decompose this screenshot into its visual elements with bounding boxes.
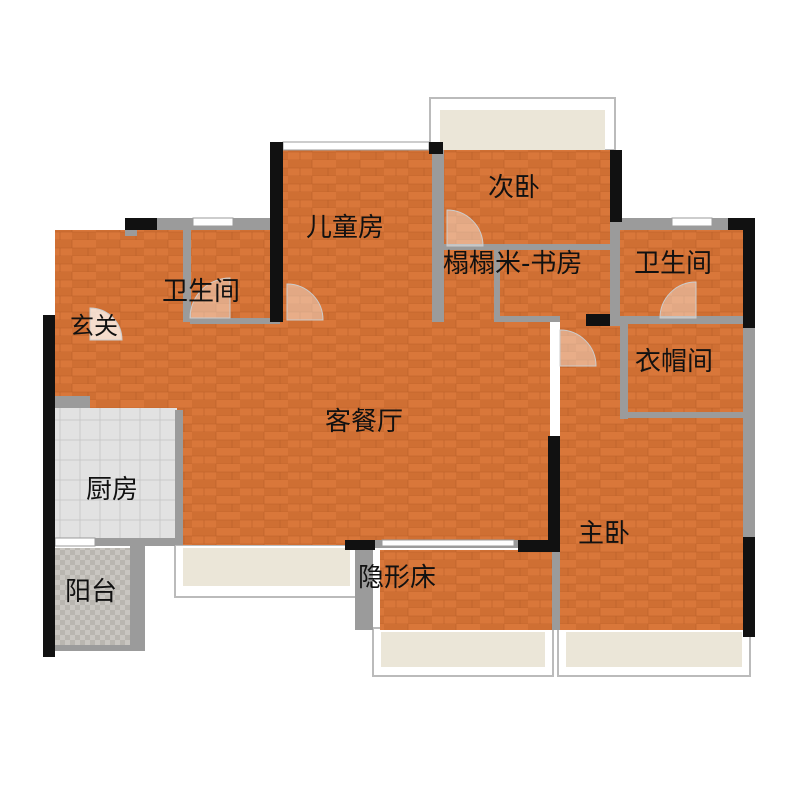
walls-dark bbox=[43, 142, 755, 657]
floor-hidden-bed bbox=[380, 550, 552, 630]
floor-bathroom-right bbox=[620, 230, 745, 322]
floor-kids-room bbox=[280, 150, 432, 322]
floor-second-bedroom bbox=[444, 150, 610, 322]
label-entrance: 玄关 bbox=[70, 312, 118, 340]
floor-bathroom-left bbox=[135, 230, 270, 322]
label-tatami-study: 榻榻米-书房 bbox=[443, 249, 582, 279]
door-entrance bbox=[89, 307, 123, 341]
floor-kitchen bbox=[55, 408, 177, 540]
door-kids-room bbox=[286, 283, 324, 321]
label-bathroom-right: 卫生间 bbox=[634, 249, 712, 279]
label-master-bedroom: 主卧 bbox=[578, 519, 630, 549]
room-labels: 儿童房 次卧 榻榻米-书房 卫生间 卫生间 玄关 衣帽间 客餐厅 厨房 主卧 隐… bbox=[65, 173, 713, 607]
door-second-bedroom bbox=[446, 209, 484, 247]
label-cloakroom: 衣帽间 bbox=[635, 347, 713, 377]
label-bathroom-left: 卫生间 bbox=[162, 277, 240, 307]
door-master-bedroom bbox=[559, 329, 597, 367]
floor-master-bedroom bbox=[560, 322, 750, 630]
door-bathroom-right bbox=[659, 281, 697, 319]
label-hidden-bed: 隐形床 bbox=[358, 563, 436, 593]
label-kitchen: 厨房 bbox=[86, 475, 138, 505]
label-kids-room: 儿童房 bbox=[306, 213, 384, 243]
window-bays bbox=[174, 97, 751, 677]
label-second-bedroom: 次卧 bbox=[488, 173, 540, 203]
label-living-dining: 客餐厅 bbox=[325, 407, 403, 437]
doors bbox=[89, 209, 697, 367]
label-balcony: 阳台 bbox=[65, 577, 117, 607]
door-bathroom-left bbox=[189, 277, 231, 319]
